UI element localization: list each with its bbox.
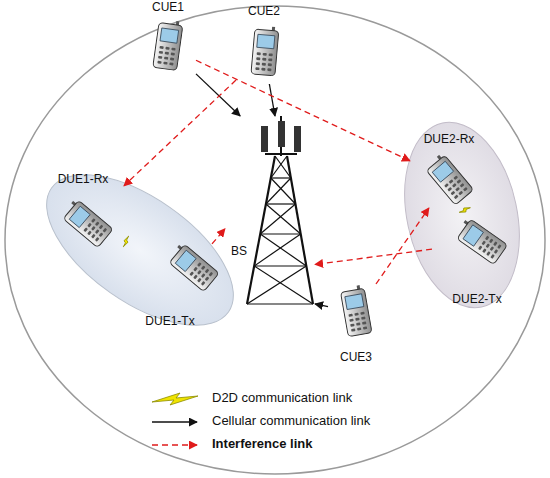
legend: D2D communication link Cellular communic… xyxy=(150,388,450,457)
phone-icon xyxy=(152,18,185,71)
user-equipment: CUE2 xyxy=(236,4,292,84)
node-label: DUE1-Tx xyxy=(128,314,212,328)
d2d-pair-region xyxy=(389,112,536,319)
cellular-link xyxy=(196,74,240,116)
user-equipment: DUE2-Rx xyxy=(410,132,488,208)
legend-text: D2D communication link xyxy=(212,390,352,405)
phone-icon xyxy=(59,197,114,249)
legend-row: Cellular communication link xyxy=(150,411,450,434)
interference-link xyxy=(124,80,236,186)
cellular-link xyxy=(315,304,328,307)
d2d-link-sample xyxy=(150,391,200,407)
d2d-link xyxy=(123,236,128,247)
user-equipment: DUE1-Rx xyxy=(42,172,124,254)
base-station: BS xyxy=(225,116,315,306)
node-label: DUE2-Rx xyxy=(410,132,488,146)
phone-icon xyxy=(165,241,220,293)
legend-row: D2D communication link xyxy=(150,388,450,411)
phone-icon xyxy=(250,25,280,77)
node-label: DUE1-Rx xyxy=(42,172,124,186)
d2d-pair-region xyxy=(22,145,259,354)
interference-link-sample xyxy=(150,437,200,453)
interference-link xyxy=(196,60,410,161)
user-equipment: CUE1 xyxy=(140,0,196,76)
phone-icon xyxy=(423,151,475,206)
d2d-link xyxy=(459,208,470,213)
user-equipment: DUE2-Tx xyxy=(432,212,522,308)
user-equipment: CUE3 xyxy=(328,284,384,366)
cell-boundary xyxy=(5,6,545,474)
phone-icon xyxy=(339,284,373,338)
cellular-link-sample xyxy=(150,414,200,430)
node-label: CUE2 xyxy=(236,4,292,18)
node-label: BS xyxy=(225,244,253,258)
interference-link xyxy=(376,208,429,284)
phone-icon xyxy=(453,216,509,266)
cellular-link xyxy=(269,84,275,116)
legend-text: Cellular communication link xyxy=(212,413,370,428)
node-label: CUE3 xyxy=(328,350,384,364)
legend-text: Interference link xyxy=(212,436,312,451)
node-label: CUE1 xyxy=(140,0,196,14)
legend-row: Interference link xyxy=(150,434,450,457)
interference-link xyxy=(212,229,225,244)
user-equipment: DUE1-Tx xyxy=(128,238,212,330)
interference-link xyxy=(315,249,432,264)
node-label: DUE2-Tx xyxy=(432,292,522,306)
tower-symbol xyxy=(225,116,315,306)
